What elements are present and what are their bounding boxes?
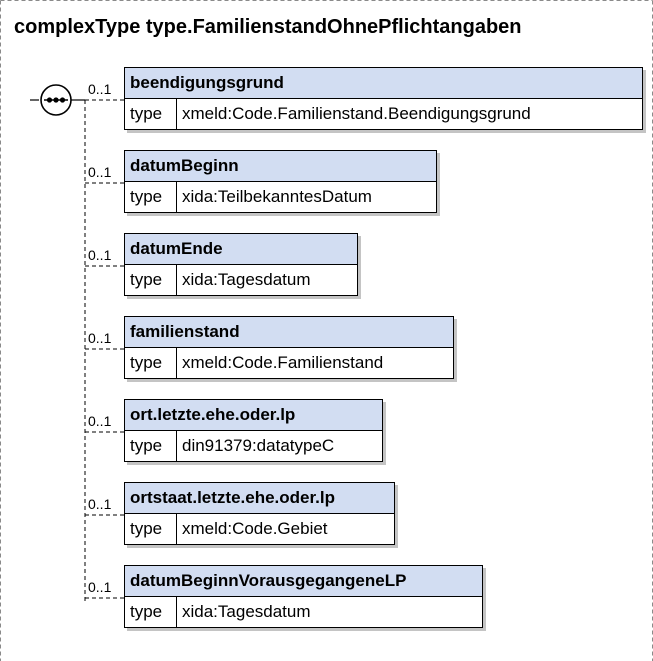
element-type-row: type xida:TeilbekanntesDatum [124,181,437,213]
type-value[interactable]: xida:Tagesdatum [182,602,311,621]
element-type-row: type din91379:datatypeC [124,430,383,462]
element-type-row: type xmeld:Code.Familienstand [124,347,454,379]
element-name[interactable]: familienstand [124,316,454,348]
element-type-row: type xida:Tagesdatum [124,264,358,296]
type-value[interactable]: din91379:datatypeC [182,436,335,455]
element-name[interactable]: datumBeginn [124,150,437,182]
multiplicity-label: 0..1 [88,81,112,97]
element-type-row: type xmeld:Code.Gebiet [124,513,395,545]
multiplicity-label: 0..1 [88,496,112,512]
element-name[interactable]: beendigungsgrund [124,67,643,99]
element-name[interactable]: ortstaat.letzte.ehe.oder.lp [124,482,395,514]
element-name[interactable]: ort.letzte.ehe.oder.lp [124,399,383,431]
type-value[interactable]: xida:Tagesdatum [182,270,311,289]
type-label: type [125,182,177,212]
element-name[interactable]: datumBeginnVorausgegangeneLP [124,565,483,597]
multiplicity-label: 0..1 [88,164,112,180]
type-label: type [125,514,177,544]
type-value[interactable]: xmeld:Code.Familienstand [182,353,384,372]
type-label: type [125,597,177,627]
type-label: type [125,348,177,378]
multiplicity-label: 0..1 [88,413,112,429]
element-type-row: type xida:Tagesdatum [124,596,483,628]
sequence-compositor-icon [40,84,72,116]
multiplicity-label: 0..1 [88,247,112,263]
type-value[interactable]: xmeld:Code.Familienstand.Beendigungsgrun… [182,104,531,123]
diagram-title: complexType type.FamilienstandOhnePflich… [14,16,522,38]
multiplicity-label: 0..1 [88,330,112,346]
element-type-row: type xmeld:Code.Familienstand.Beendigungs… [124,98,643,130]
type-label: type [125,431,177,461]
type-label: type [125,265,177,295]
type-value[interactable]: xmeld:Code.Gebiet [182,519,328,538]
type-label: type [125,99,177,129]
multiplicity-label: 0..1 [88,579,112,595]
element-name[interactable]: datumEnde [124,233,358,265]
type-value[interactable]: xida:TeilbekanntesDatum [182,187,372,206]
